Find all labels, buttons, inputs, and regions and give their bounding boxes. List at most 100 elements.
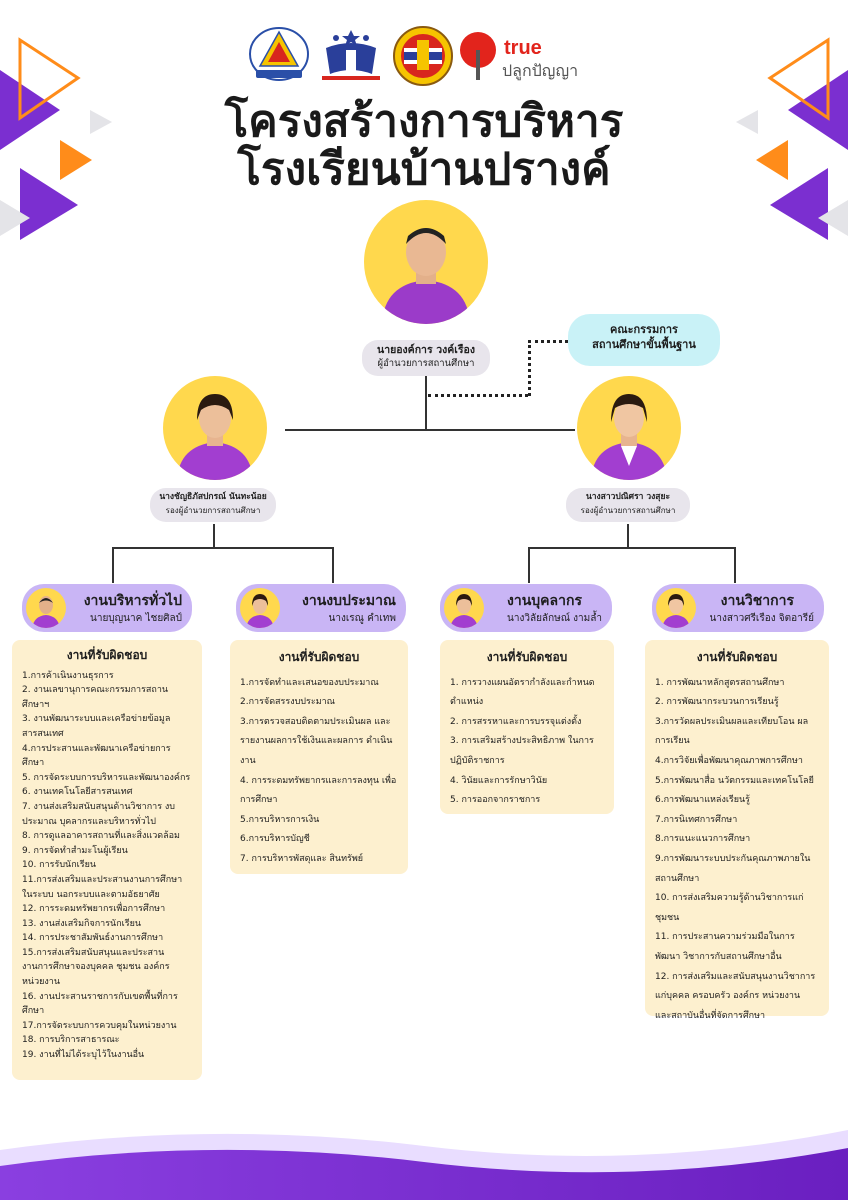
committee-line1: คณะกรรมการ [610, 323, 678, 336]
committee-box: คณะกรรมการ สถานศึกษาขั้นพื้นฐาน [568, 314, 720, 366]
duty-item: 9. การจัดทำสำมะโนผู้เรียน [22, 845, 128, 856]
deputy-right-photo [577, 376, 681, 480]
true-logo-icon: true ปลูกปัญญา [458, 26, 588, 84]
dept-personnel-avatar [444, 588, 484, 628]
corner-decoration-left [0, 37, 112, 240]
deputy-connector [285, 429, 575, 431]
dept-budget-pill: งานงบประมาณ นางเรณู คำเทพ [236, 584, 406, 632]
director-stem [425, 376, 427, 430]
duty-item: 1. การวางแผนอัตรากำลังและกำหนด ตำแหน่ง [450, 677, 595, 708]
dept-personnel-title: งานบุคลากร [507, 593, 582, 609]
dept-budget-head: นางเรณู คำเทพ [328, 613, 397, 624]
duty-item: 13. งานส่งเสริมกิจการนักเรียน [22, 918, 141, 929]
right-branch-drop1 [528, 547, 530, 583]
duty-item: 4. การระดมทรัพยากรและการลงทุน เพื่อการศึ… [240, 775, 397, 806]
duty-item: 1.การค้าเนินงานธุรการ [22, 670, 114, 681]
deputy-right-namecard: นางสาวปณิศรา วงสุยะ รองผู้อำนวยการสถานศึ… [566, 488, 690, 522]
duty-item: 10. การส่งเสริมความรู้ด้านวิชาการแก่ชุมช… [655, 893, 804, 923]
duty-item: 18. การบริการสาธารณะ [22, 1035, 120, 1046]
dept-general-title: งานบริหารทั่วไป [83, 593, 182, 609]
director-position: ผู้อำนวยการสถานศึกษา [377, 358, 475, 369]
dept-academic-duties: งานที่รับผิดชอบ 1. การพัฒนาหลักสูตรสถานศ… [645, 640, 829, 1021]
duty-item: 8. การดูแลอาคารสถานที่และสิ่งแวดล้อม [22, 831, 180, 842]
dept-personnel-duties-title: งานที่รับผิดชอบ [486, 650, 568, 664]
dept-personnel-duties: งานที่รับผิดชอบ 1. การวางแผนอัตรากำลังแล… [440, 640, 614, 814]
dept-personnel-duties-list: 1. การวางแผนอัตรากำลังและกำหนด ตำแหน่ง 2.… [450, 674, 604, 811]
duty-item: 7.การนิเทศการศึกษา [655, 814, 738, 825]
director-name: นายองค์การ วงค์เรือง [377, 344, 475, 356]
duty-item: 7. การบริหารพัสดุและ สินทรัพย์ [240, 853, 364, 864]
obec-logo-icon [318, 26, 380, 84]
dept-general-duties-list: 1.การค้าเนินงานธุรการ 2. งานเลขานุการคณะก… [22, 669, 192, 1063]
dept-academic-title: งานวิชาการ [720, 593, 794, 609]
provincial-logo-icon [392, 26, 454, 86]
dept-general-pill: งานบริหารทั่วไป นายบุญนาค ไชยศิลป์ [22, 584, 192, 632]
dept-budget-title: งานงบประมาณ [302, 593, 396, 609]
duty-item: 4.การวิจัยเพื่อพัฒนาคุณภาพการศึกษา [655, 755, 803, 766]
dept-general-duties-title: งานที่รับผิดชอบ [66, 648, 148, 662]
committee-dotted-h1 [428, 394, 528, 397]
dept-academic-pill: งานวิชาการ นางสาวศรีเรือง จิตอารีย์ [652, 584, 824, 632]
dept-personnel-head: นางวิลัยลักษณ์ งามล้ำ [507, 613, 602, 624]
true-brand-text: true [504, 37, 542, 59]
duty-item: 19. งานที่ไม่ได้ระบุไว้ในงานอื่น [22, 1050, 145, 1061]
deputy-left-position: รองผู้อำนวยการสถานศึกษา [165, 506, 261, 515]
duty-item: 4.การประสานและพัฒนาเครือข่ายการ ศึกษา [22, 743, 171, 769]
duty-item: 16. งานประสานราชการกับเขตพื้นที่การ ศึกษ… [22, 991, 178, 1017]
duty-item: 6.การพัฒนาแหล่งเรียนรู้ [655, 795, 751, 806]
right-branch-drop2 [734, 547, 736, 583]
dept-general-head: นายบุญนาค ไชยศิลป์ [90, 613, 182, 624]
dept-budget-duties: งานที่รับผิดชอบ 1.การจัดทำและเสนอของบประ… [230, 640, 408, 874]
duty-item: 12. การส่งเสริมและสนับสนุนงานวิชาการ แก่… [655, 971, 816, 1021]
duty-item: 3. งานพัฒนาระบบและเครือข่ายข้อมูล สารสนเ… [22, 714, 171, 739]
duty-item: 5. การออกจากราชการ [450, 795, 541, 806]
deputy-right-name: นางสาวปณิศรา วงสุยะ [585, 492, 671, 502]
right-deputy-stem [627, 524, 629, 548]
dept-academic-duties-title: งานที่รับผิดชอบ [696, 650, 778, 664]
bottom-wave-decoration [0, 1130, 848, 1200]
dept-academic-head: นางสาวศรีเรือง จิตอารีย์ [709, 613, 814, 624]
deputy-left-photo [163, 376, 267, 480]
duty-item: 1. การพัฒนาหลักสูตรสถานศึกษา [655, 677, 785, 688]
duty-item: 4. วินัยและการรักษาวินัย [450, 775, 548, 786]
duty-item: 6.การบริหารบัญชี [240, 834, 310, 845]
director-namecard: นายองค์การ วงค์เรือง ผู้อำนวยการสถานศึกษ… [362, 340, 490, 376]
dept-general-avatar [26, 588, 66, 628]
dept-academic-avatar [656, 588, 696, 628]
left-deputy-stem [213, 524, 215, 548]
dept-budget-avatar [240, 588, 280, 628]
duty-item: 11.การส่งเสริมและประสานงานการศึกษา ในระบ… [22, 874, 183, 900]
duty-item: 2. การพัฒนากระบวนการเรียนรู้ [655, 697, 779, 708]
duty-item: 10. การรับนักเรียน [22, 860, 96, 871]
committee-dotted-v [528, 340, 531, 396]
left-branch-drop2 [332, 547, 334, 583]
duty-item: 2. งานเลขานุการคณะกรรมการสถาน ศึกษาฯ [22, 685, 169, 710]
duty-item: 14. การประชาสัมพันธ์งานการศึกษา [22, 933, 164, 944]
deputy-left-name: นางชัญธิภัสปกรณ์ นันทะน้อย [159, 492, 267, 502]
duty-item: 7. งานส่งเสริมสนับสนุนด้านวิชาการ งบประม… [22, 801, 175, 827]
dept-budget-duties-title: งานที่รับผิดชอบ [278, 650, 360, 664]
duty-item: 11. การประสานความร่วมมือในการพัฒนา วิชาก… [655, 932, 795, 962]
duty-item: 9.การพัฒนาระบบประกันคุณภาพภายใน สถานศึกษ… [655, 853, 811, 884]
committee-line2: สถานศึกษาขั้นพื้นฐาน [592, 338, 696, 351]
duty-item: 8.การแนะแนวการศึกษา [655, 834, 751, 845]
duty-item: 5. การจัดระบบการบริหารและพัฒนาองค์กร [22, 772, 191, 783]
duty-item: 6. งานเทคโนโลยีสารสนเทศ [22, 787, 133, 798]
duty-item: 12. การระดมทรัพยากรเพื่อการศึกษา [22, 904, 166, 915]
right-branch-bar [528, 547, 736, 549]
page-title-line1: โครงสร้างการบริหาร [224, 96, 624, 147]
duty-item: 3.การตรวจสอบติดตามประเมินผล และรายงานผลก… [240, 716, 393, 766]
page-title-line2: โรงเรียนบ้านปรางค์ [237, 144, 611, 195]
left-branch-drop1 [112, 547, 114, 583]
dept-personnel-pill: งานบุคลากร นางวิลัยลักษณ์ งามล้ำ [440, 584, 612, 632]
dept-academic-duties-list: 1. การพัฒนาหลักสูตรสถานศึกษา 2. การพัฒนาก… [655, 674, 819, 1027]
duty-item: 2.การจัดสรรงบประมาณ [240, 697, 336, 708]
duty-item: 2. การสรรหาและการบรรจุแต่งตั้ง [450, 716, 582, 727]
duty-item: 15.การส่งเสริมสนับสนุนและประสาน งานการศึ… [22, 947, 170, 988]
committee-dotted-h2 [528, 340, 568, 343]
deputy-right-position: รองผู้อำนวยการสถานศึกษา [580, 506, 676, 515]
director-photo [364, 200, 488, 324]
corner-decoration-right [736, 37, 848, 240]
duty-item: 3.การวัดผลประเมินผลและเทียบโอน ผลการเรีย… [655, 716, 809, 747]
true-sub-text: ปลูกปัญญา [502, 63, 578, 81]
